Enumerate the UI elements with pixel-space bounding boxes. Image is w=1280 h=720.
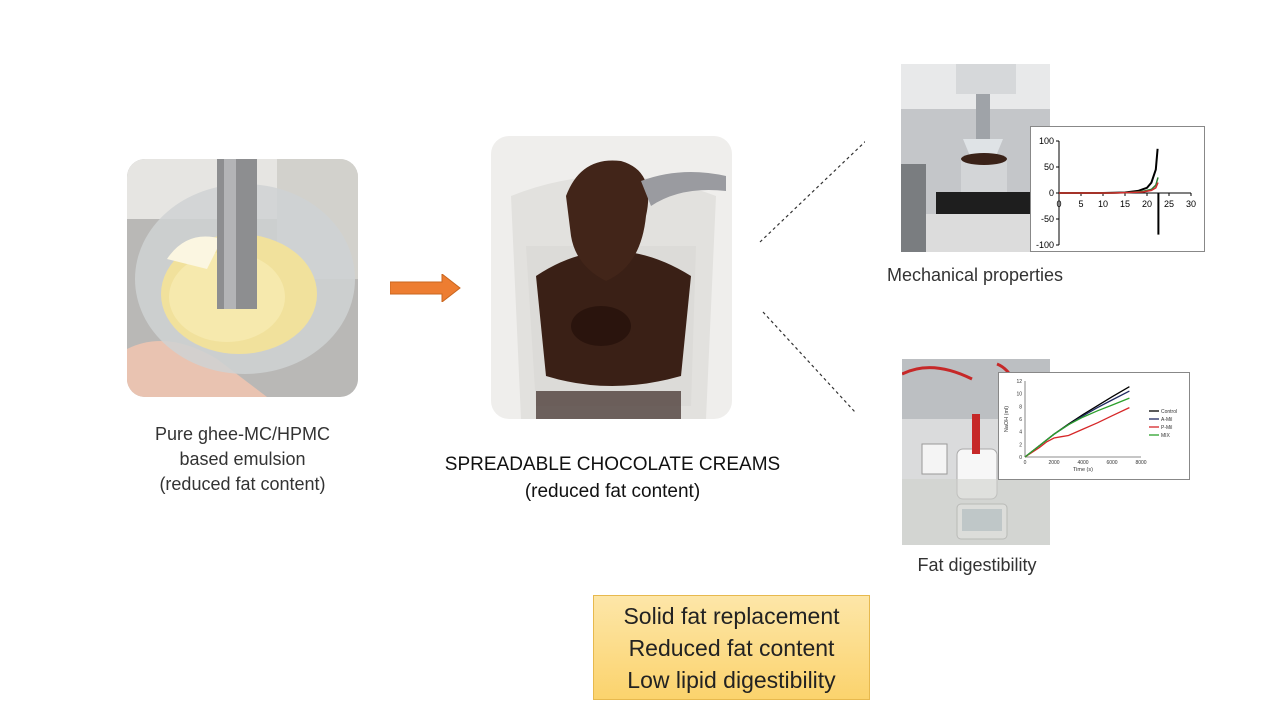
- digest-y-tick-label: 8: [1019, 404, 1022, 410]
- emulsion-caption-line: Pure ghee-MC/HPMC: [154, 424, 331, 444]
- digest-y-tick-label: 10: [1016, 392, 1022, 398]
- summary-line: Reduced fat content: [628, 635, 835, 661]
- digest-legend-label: A-Mil: [1161, 417, 1172, 423]
- emulsion-photo: [127, 159, 358, 397]
- digest-x-tick-label: 0: [1024, 460, 1027, 466]
- product-caption-subtitle: (reduced fat content): [524, 481, 701, 502]
- force-x-tick-label: 0: [1056, 199, 1061, 209]
- process-arrow-icon: [390, 274, 461, 302]
- emulsion-caption-line: based emulsion: [179, 449, 306, 469]
- force-x-tick-label: 20: [1142, 199, 1152, 209]
- digest-y-tick-label: 12: [1016, 379, 1022, 385]
- summary-line: Solid fat replacement: [623, 603, 840, 629]
- digestibility-caption: Fat digestibility: [917, 555, 1037, 575]
- force-y-tick-label: 0: [1049, 188, 1054, 198]
- force-x-tick-label: 5: [1078, 199, 1083, 209]
- force-y-tick-label: -100: [1036, 240, 1054, 250]
- force-y-tick-label: 100: [1039, 136, 1054, 146]
- emulsion-caption-line: (reduced fat content): [159, 474, 326, 494]
- digest-x-tick-label: 4000: [1077, 460, 1088, 466]
- force-series-line: [1059, 148, 1159, 194]
- product-caption: SPREADABLE CHOCOLATE CREAMS (reduced fat…: [440, 451, 785, 505]
- digest-legend-label: Control: [1161, 409, 1177, 415]
- digest-series-line: [1024, 407, 1130, 458]
- force-y-tick-label: -50: [1041, 214, 1054, 224]
- digest-y-tick-label: 0: [1019, 455, 1022, 461]
- digest-legend-label: P-Mil: [1161, 425, 1172, 431]
- digest-x-tick-label: 2000: [1048, 460, 1059, 466]
- force-series-line: [1059, 182, 1159, 194]
- digest-y-axis-label: NaOH (ml): [1004, 406, 1010, 432]
- chocolate-cream-photo: [491, 136, 732, 419]
- force-x-tick-label: 30: [1186, 199, 1196, 209]
- digest-x-tick-label: 8000: [1135, 460, 1146, 466]
- digest-x-tick-label: 6000: [1106, 460, 1117, 466]
- summary-box: Solid fat replacement Reduced fat conten…: [593, 595, 870, 700]
- digest-y-tick-label: 4: [1019, 430, 1022, 436]
- digest-x-axis-label: Time (s): [1073, 467, 1093, 473]
- connector-lines: [759, 140, 865, 413]
- texture-analyzer-photo: [901, 64, 1050, 252]
- digest-legend-label: MIX: [1161, 433, 1171, 439]
- product-caption-title: SPREADABLE CHOCOLATE CREAMS: [444, 454, 781, 475]
- digest-y-tick-label: 6: [1019, 417, 1022, 423]
- force-series-line: [1059, 177, 1159, 194]
- emulsion-caption: Pure ghee-MC/HPMC based emulsion (reduce…: [127, 422, 358, 497]
- force-y-tick-label: 50: [1044, 162, 1054, 172]
- mechanical-caption: Mechanical properties: [886, 265, 1064, 285]
- digest-series-line: [1024, 397, 1130, 458]
- force-x-tick-label: 15: [1120, 199, 1130, 209]
- summary-line: Low lipid digestibility: [627, 667, 836, 693]
- force-x-tick-label: 25: [1164, 199, 1174, 209]
- force-x-tick-label: 10: [1098, 199, 1108, 209]
- digest-y-tick-label: 2: [1019, 442, 1022, 448]
- connector-line-upper: [759, 140, 865, 243]
- connector-line-lower: [762, 311, 856, 413]
